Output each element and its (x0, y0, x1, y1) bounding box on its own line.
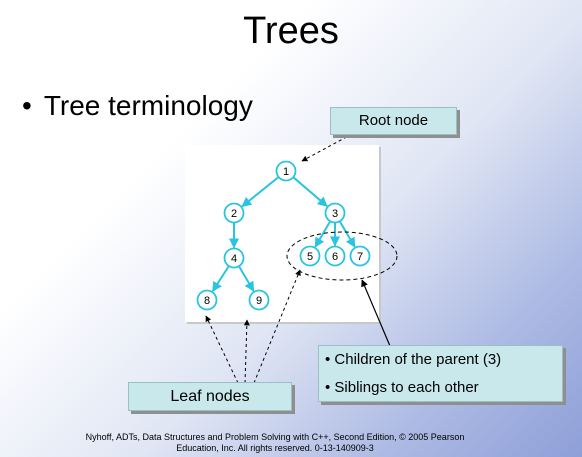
footer-citation: Nyhoff, ADTs, Data Structures and Proble… (60, 432, 490, 454)
bullet-dot: • (22, 90, 32, 121)
tree-node-6: 6 (324, 245, 346, 267)
leaf-pointer-line-9 (243, 319, 250, 384)
tree-node-1: 1 (275, 160, 297, 182)
tree-edge-3-5 (314, 220, 332, 248)
tree-node-circle (223, 202, 245, 224)
tree-node-circle (248, 289, 270, 311)
tree-node-label: 6 (332, 251, 338, 263)
tree-node-circle (324, 245, 346, 267)
tree-node-8: 8 (196, 289, 218, 311)
children-pointer-line (361, 279, 391, 347)
siblings-text: • Siblings to each other (325, 379, 479, 396)
bullet-text: Tree terminology (43, 90, 253, 121)
tree-edges (211, 176, 356, 293)
tree-edge-4-8 (211, 265, 230, 293)
tree-node-label: 3 (332, 208, 338, 220)
tree-node-9: 9 (248, 289, 270, 311)
tree-node-7: 7 (349, 245, 371, 267)
root-pointer-line (301, 133, 353, 162)
tree-node-circle (196, 289, 218, 311)
tree-node-5: 5 (299, 245, 321, 267)
slide-title: Trees (243, 10, 339, 52)
tree-node-circle (324, 202, 346, 224)
tree-edge-1-3 (292, 176, 328, 207)
tree-node-label: 4 (231, 253, 237, 265)
tree-edge-4-9 (237, 265, 255, 292)
tree-node-2: 2 (223, 202, 245, 224)
children-siblings-callout: • Children of the parent (3) • Siblings … (318, 345, 563, 402)
leaf-pointer-line-siblings (253, 269, 301, 384)
bullet-tree-terminology: • Tree terminology (22, 90, 253, 122)
root-node-callout: Root node (330, 107, 457, 135)
tree-nodes: 1 2 3 4 5 6 7 8 9 (196, 160, 371, 311)
footer-line-1: Nyhoff, ADTs, Data Structures and Proble… (85, 432, 465, 442)
tree-node-label: 9 (256, 295, 262, 307)
leaf-nodes-callout: Leaf nodes (128, 382, 292, 411)
tree-node-label: 8 (204, 295, 210, 307)
leaf-pointer-line-8 (205, 315, 239, 384)
tree-edge-3-7 (338, 220, 356, 248)
tree-node-circle (223, 247, 245, 269)
tree-node-4: 4 (223, 247, 245, 269)
children-of-parent-text: • Children of the parent (3) (325, 351, 502, 368)
tree-node-label: 2 (231, 208, 237, 220)
tree-node-3: 3 (324, 202, 346, 224)
tree-node-circle (299, 245, 321, 267)
tree-node-circle (349, 245, 371, 267)
tree-node-label: 5 (307, 251, 313, 263)
tree-edge-1-2 (241, 176, 280, 208)
siblings-ellipse (286, 231, 398, 281)
tree-node-circle (275, 160, 297, 182)
footer-line-2: Education, Inc. All rights reserved. 0-1… (176, 443, 374, 453)
tree-node-label: 1 (283, 166, 289, 178)
tree-node-label: 7 (357, 251, 363, 263)
